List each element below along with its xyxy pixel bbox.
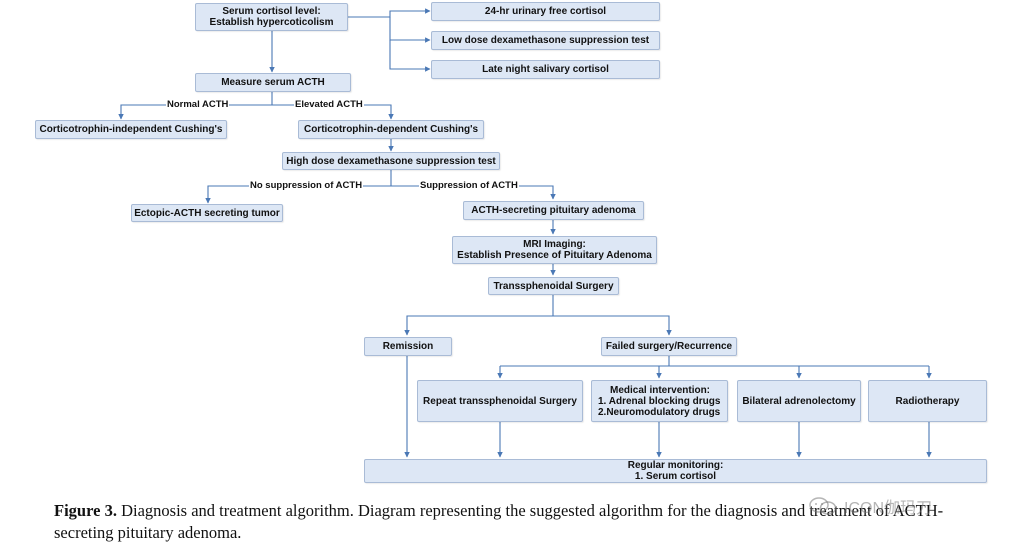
node-medical-intervention-line1: Medical intervention: [610,384,711,396]
node-regular-monitoring-line2: 1. Serum cortisol [634,471,717,482]
node-salivary-cortisol: Late night salivary cortisol [431,60,660,79]
node-serum-cortisol-line1: Serum cortisol level: [222,6,321,17]
node-pituitary-adenoma: ACTH-secreting pituitary adenoma [463,201,644,220]
edge-label-suppression: Suppression of ACTH [419,180,519,191]
node-serum-cortisol: Serum cortisol level: Establish hypercot… [195,3,348,31]
node-urinary-cortisol: 24-hr urinary free cortisol [431,2,660,21]
node-regular-monitoring-line1: Regular monitoring: [627,460,724,471]
node-repeat-surgery-label: Repeat transsphenoidal Surgery [423,395,577,407]
node-failed-surgery-label: Failed surgery/Recurrence [605,341,733,352]
edge-cortisol-urinary [348,8,431,18]
node-corticotrophin-independent-label: Corticotrophin-independent Cushing's [39,124,223,135]
figure-label: Figure 3. [54,501,117,520]
watermark: ICON伽玛刀 [808,494,932,518]
node-regular-monitoring: Regular monitoring: 1. Serum cortisol [364,459,987,483]
node-mri-imaging-line1: MRI Imaging: [523,239,586,250]
edge-label-elevated-acth: Elevated ACTH [294,99,364,110]
node-failed-surgery: Failed surgery/Recurrence [601,337,737,356]
node-transsphenoidal-surgery-label: Transsphenoidal Surgery [493,280,614,292]
node-medical-intervention-line2: 1. Adrenal blocking drugs [598,395,721,407]
node-mri-imaging-line2: Establish Presence of Pituitary Adenoma [457,250,652,261]
node-corticotrophin-independent: Corticotrophin-independent Cushing's [35,120,227,139]
node-urinary-cortisol-label: 24-hr urinary free cortisol [484,6,607,17]
node-low-dose-dex-label: Low dose dexamethasone suppression test [441,35,650,46]
edge-surgery-failed [553,315,672,336]
node-pituitary-adenoma-label: ACTH-secreting pituitary adenoma [471,205,636,216]
node-ectopic-acth-label: Ectopic-ACTH secreting tumor [134,207,280,219]
edge-cortisol-salivary [389,40,431,72]
edge-cortisol-lowdex [389,17,431,43]
node-radiotherapy-label: Radiotherapy [895,395,960,407]
node-medical-intervention: Medical intervention: 1. Adrenal blockin… [591,380,728,422]
node-remission: Remission [364,337,452,356]
node-high-dose-dex: High dose dexamethasone suppression test [282,152,500,170]
node-bilateral-adrenalectomy-label: Bilateral adrenolectomy [742,395,856,407]
node-bilateral-adrenalectomy: Bilateral adrenolectomy [737,380,861,422]
node-serum-cortisol-line2: Establish hypercoticolism [209,17,334,28]
node-low-dose-dex: Low dose dexamethasone suppression test [431,31,660,50]
node-mri-imaging: MRI Imaging: Establish Presence of Pitui… [452,236,657,264]
node-measure-acth-label: Measure serum ACTH [221,77,325,88]
node-transsphenoidal-surgery: Transsphenoidal Surgery [488,277,619,295]
node-corticotrophin-dependent: Corticotrophin-dependent Cushing's [298,120,484,139]
figure-caption: Figure 3. Diagnosis and treatment algori… [54,500,994,544]
figure-caption-text: Diagnosis and treatment algorithm. Diagr… [54,501,944,542]
node-remission-label: Remission [382,341,434,352]
edge-label-no-suppression: No suppression of ACTH [249,180,364,191]
node-medical-intervention-line3: 2.Neuromodulatory drugs [598,406,721,418]
edge-surgery-remission [404,315,553,336]
node-measure-acth: Measure serum ACTH [195,73,351,92]
node-repeat-surgery: Repeat transsphenoidal Surgery [417,380,583,422]
watermark-text: ICON伽玛刀 [844,500,933,517]
node-radiotherapy: Radiotherapy [868,380,987,422]
node-ectopic-acth: Ectopic-ACTH secreting tumor [131,204,283,222]
edge-label-normal-acth: Normal ACTH [166,99,230,110]
wechat-icon [808,496,838,516]
node-corticotrophin-dependent-label: Corticotrophin-dependent Cushing's [303,124,479,135]
node-high-dose-dex-label: High dose dexamethasone suppression test [286,155,496,167]
node-salivary-cortisol-label: Late night salivary cortisol [482,64,609,75]
